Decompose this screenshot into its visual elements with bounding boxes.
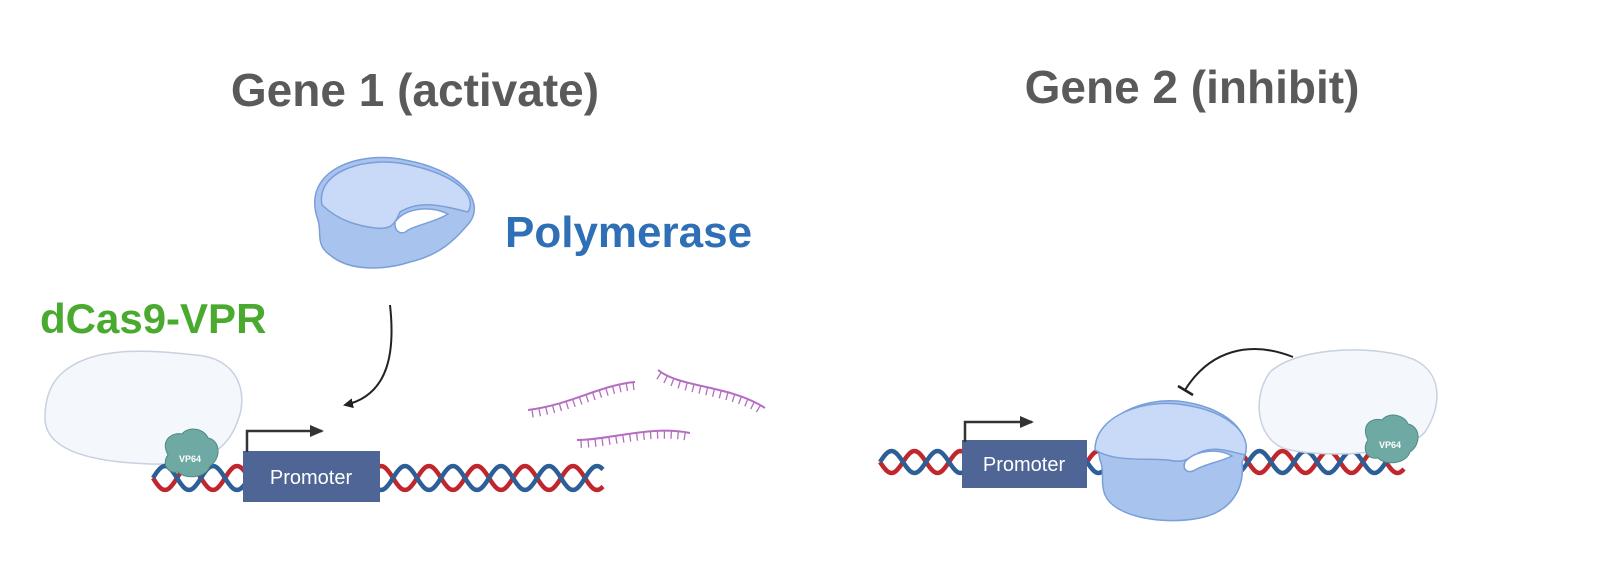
recruitment-arrow [343,304,393,409]
polymerase-gene1 [314,156,475,269]
promoter-box-gene2 [962,440,1087,488]
rna-strand-1 [527,381,636,411]
rna-strand-3 [576,429,691,441]
tss-arrow-gene1 [245,425,324,452]
promoter-label-gene2: Promoter [983,454,1066,476]
inhibition-arrow [1177,348,1294,397]
rna-transcripts [527,369,766,448]
vp64-domain-gene2: VP64 [1364,414,1419,464]
vp64-domain-gene1: VP64 [164,428,219,478]
gene1-title: Gene 1 (activate) [231,64,599,116]
vp64-label-gene1: VP64 [179,454,201,464]
rna-strand-2 [657,369,766,409]
dcas9-vpr-label: dCas9-VPR [40,295,266,342]
tss-arrow-gene2 [963,416,1034,442]
vp64-label-gene2: VP64 [1379,440,1401,450]
polymerase-gene2 [1094,400,1247,522]
promoter-label-gene1: Promoter [270,467,353,489]
panel-gene1: Gene 1 (activate) VP64 Promoter Polymera… [40,64,766,502]
polymerase-label: Polymerase [505,208,752,257]
panel-gene2: Gene 2 (inhibit) Promoter VP64 [878,61,1438,522]
gene2-title: Gene 2 (inhibit) [1025,61,1360,113]
promoter-box-gene1 [243,451,380,502]
